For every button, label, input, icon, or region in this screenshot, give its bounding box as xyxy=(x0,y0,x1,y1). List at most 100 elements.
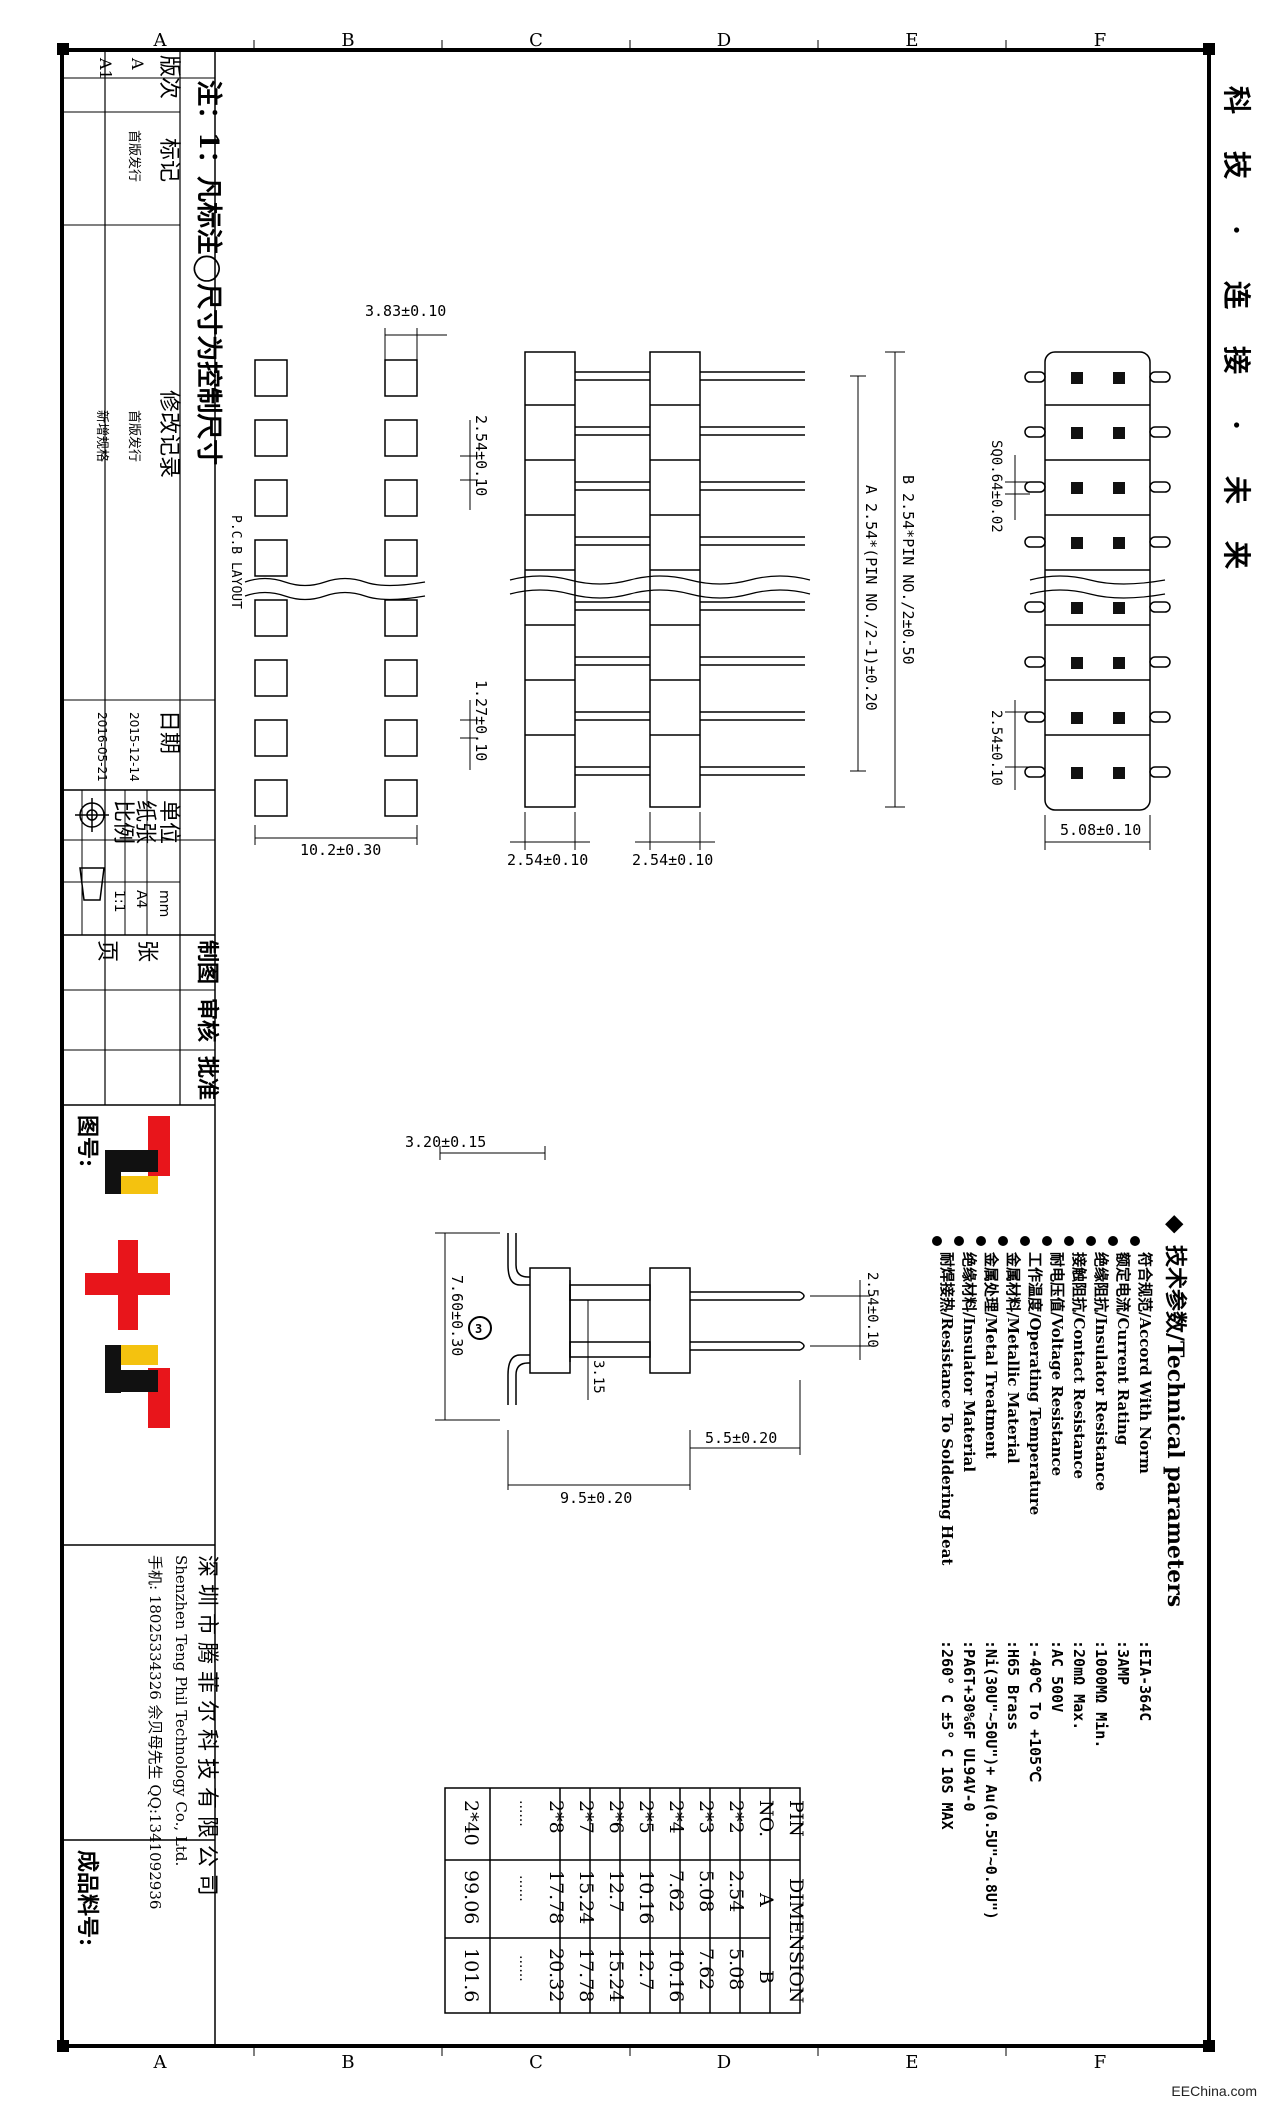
spec-value: :260° C ±5° C 10S MAX xyxy=(938,1640,956,1830)
spec-values: :EIA-364C :3AMP :1000MΩ Min. :20mΩ Max. … xyxy=(938,1640,1154,1920)
spec-value: :-40℃ To +105℃ xyxy=(1026,1640,1044,1782)
table-cell: 12.7 xyxy=(635,1948,657,1990)
table-cell: 15.24 xyxy=(605,1948,627,2002)
zone-letters-bottom: A B C D E F xyxy=(153,2052,1107,2073)
dimension-table-text: PIN NO. DIMENSION A B 2*2 2.54 5.08 2*3 … xyxy=(460,1800,807,2003)
rev-col-record: 修改记录 xyxy=(156,390,181,478)
svg-text:来: 来 xyxy=(1220,541,1253,569)
control-dimension-marker: 3 xyxy=(475,1322,482,1336)
frame-corner-tr xyxy=(1203,43,1215,55)
rev-row1-version: A xyxy=(128,57,147,70)
zone-top-c: C xyxy=(529,30,543,51)
rev-row2-date: 2016-05-21 xyxy=(95,712,109,782)
approved-label: 批准 xyxy=(194,1056,220,1100)
table-header-dimension: DIMENSION xyxy=(785,1878,807,2003)
table-cell: 99.06 xyxy=(460,1870,482,1924)
table-header-a: A xyxy=(755,1892,777,1907)
rev-col-version: 版次 xyxy=(156,55,181,99)
scale-label: 比例 xyxy=(110,800,135,844)
zone-bottom-d: D xyxy=(717,2052,731,2073)
table-cell: 17.78 xyxy=(545,1870,567,1924)
spec-bullets xyxy=(932,1236,1140,1246)
unit-label: 单位 xyxy=(156,800,181,844)
dim-row-pitch-2: 2.54±0.10 xyxy=(632,851,713,869)
table-cell: 17.78 xyxy=(575,1948,597,2002)
top-view xyxy=(1005,351,1171,850)
spec-label: 绝缘材料/Insulator Material xyxy=(960,1252,978,1472)
dim-row-pitch-1: 2.54±0.10 xyxy=(507,851,588,869)
table-cell: ...... xyxy=(516,1800,532,1827)
spec-value: :1000MΩ Min. xyxy=(1092,1640,1110,1748)
rev-col-mark: 标记 xyxy=(156,138,181,182)
zone-bottom-c: C xyxy=(529,2052,543,2073)
dim-pad-gap: 1.27±0.10 xyxy=(472,680,490,761)
table-header-pin: PIN xyxy=(785,1800,807,1837)
svg-text:连: 连 xyxy=(1220,281,1253,310)
table-cell: 20.32 xyxy=(545,1948,567,2002)
table-cell: 2*2 xyxy=(725,1800,747,1834)
watermark-text: EEChina.com xyxy=(1171,2083,1257,2099)
spec-labels: 符合规范/Accord With Norm 额定电流/Current Ratin… xyxy=(938,1251,1154,1565)
zone-letters-top: A B C D E F xyxy=(153,30,1107,51)
front-view xyxy=(509,351,905,850)
rev-row1-record: 首版发行 xyxy=(126,410,142,462)
zone-bottom-f: F xyxy=(1094,2052,1107,2073)
rev-row2-record: 新增规格 xyxy=(94,410,110,462)
paper-label: 纸张 xyxy=(132,800,157,844)
table-cell: 2*8 xyxy=(545,1800,567,1834)
spec-label: 金属材料/Metallic Material xyxy=(1004,1251,1022,1464)
dim-pin-square: SQ0.64±0.02 xyxy=(988,440,1004,533)
checked-label: 审核 xyxy=(194,998,220,1042)
scale-value: 1:1 xyxy=(111,890,127,913)
dim-side-315: 3.15 xyxy=(590,1360,606,1394)
side-view xyxy=(435,1146,870,1490)
brand-vertical: 科 技 · 连 接 · 未 来 xyxy=(1220,86,1253,569)
table-cell: 7.62 xyxy=(665,1870,687,1912)
dim-side-top: 3.20±0.15 xyxy=(405,1133,486,1151)
dim-layout-width: 10.2±0.30 xyxy=(300,841,381,859)
zone-top-a: A xyxy=(153,30,168,51)
rev-row1-mark: 首版发行 xyxy=(126,130,142,182)
zone-top-f: F xyxy=(1094,30,1107,51)
table-cell: 101.6 xyxy=(460,1948,482,2002)
dim-top-pitch: 2.54±0.10 xyxy=(988,710,1004,786)
table-cell: 2.54 xyxy=(725,1870,747,1912)
spec-label: 耐焊接热/Resistance To Soldering Heat xyxy=(938,1252,956,1565)
spec-value: :3AMP xyxy=(1114,1640,1132,1685)
spec-value: :H65 Brass xyxy=(1004,1640,1022,1730)
table-cell: 2*4 xyxy=(665,1800,687,1834)
rev-row2-version: A1 xyxy=(96,57,115,80)
pcb-layout-label: P.C.B LAYOUT xyxy=(228,515,243,609)
table-cell: ...... xyxy=(516,1955,532,1982)
dim-a: A 2.54*(PIN NO./2-1)±0.20 xyxy=(862,485,880,711)
table-cell: 2*40 xyxy=(460,1800,482,1846)
drawn-label: 制图 xyxy=(194,940,220,984)
table-cell: 5.08 xyxy=(695,1870,717,1912)
table-cell: 15.24 xyxy=(575,1870,597,1924)
dim-pad-pitch: 2.54±0.10 xyxy=(472,415,490,496)
frame-corner-br xyxy=(1203,2040,1215,2052)
drawing-note: 注：1：凡标注◯尺寸为控制尺寸 xyxy=(193,80,224,465)
title-block: 注：1：凡标注◯尺寸为控制尺寸 版次 标记 修改记录 日期 A 首版发行 首版发… xyxy=(62,50,224,1946)
svg-text:技: 技 xyxy=(1220,151,1253,179)
dim-side-tail: 5.5±0.20 xyxy=(705,1429,777,1447)
svg-text:未: 未 xyxy=(1220,476,1253,504)
table-cell: 2*7 xyxy=(575,1800,597,1834)
spec-label: 符合规范/Accord With Norm xyxy=(1136,1252,1154,1474)
zone-bottom-e: E xyxy=(905,2052,918,2073)
spec-value: :PA6T+30%GF UL94V-0 xyxy=(960,1640,978,1812)
sheet-label: 张 xyxy=(134,940,159,962)
frame-corner-tl xyxy=(57,43,69,55)
table-header-b: B xyxy=(755,1970,777,1984)
projection-symbol-icon xyxy=(75,798,109,901)
spec-label: 绝缘阻抗/Insulator Resistance xyxy=(1092,1252,1110,1491)
spec-value: :20mΩ Max. xyxy=(1070,1640,1088,1730)
table-header-no: NO. xyxy=(755,1800,777,1837)
svg-text:·: · xyxy=(1220,225,1253,235)
table-cell: 10.16 xyxy=(635,1870,657,1924)
table-cell: 10.16 xyxy=(665,1948,687,2002)
spec-label: 额定电流/Current Rating xyxy=(1114,1252,1132,1446)
drawing-no-label: 图号: xyxy=(74,1115,100,1167)
company-logo-icon xyxy=(85,1116,170,1428)
spec-header: 技术参数/Technical parameters xyxy=(1162,1245,1188,1607)
